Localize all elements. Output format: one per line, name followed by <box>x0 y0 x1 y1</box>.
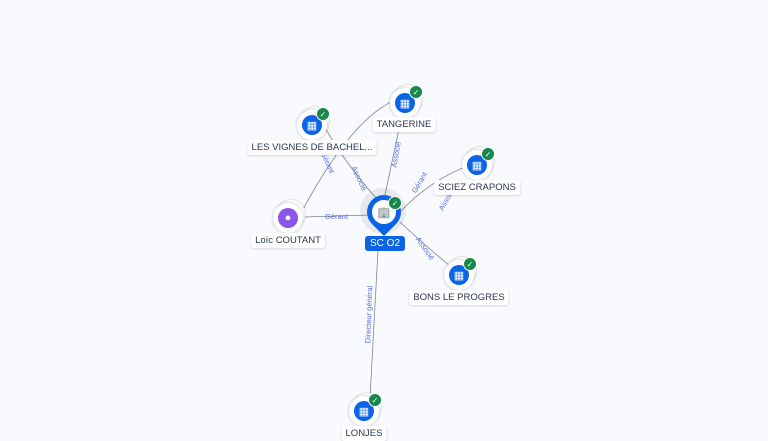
node-label-loic[interactable]: Loïc COUTANT <box>251 233 325 248</box>
node-tangerine[interactable]: ▦ ✓ <box>390 85 423 118</box>
center-node-label[interactable]: SC O2 <box>365 236 406 251</box>
verified-check-icon: ✓ <box>388 196 402 210</box>
edge-vignes <box>324 127 379 201</box>
building-icon: ▦ <box>354 401 374 421</box>
building-icon: ▦ <box>449 265 469 285</box>
node-loic[interactable]: ● <box>273 200 305 233</box>
edge-label-gerant-loic: Gérant <box>325 212 348 221</box>
node-lonjes[interactable]: ▦ ✓ <box>349 393 382 426</box>
node-bons[interactable]: ▦ ✓ <box>444 257 477 290</box>
verified-check-icon: ✓ <box>409 85 423 99</box>
edge-loic-center <box>304 214 371 218</box>
building-icon: ▦ <box>467 155 487 175</box>
node-label-lonjes[interactable]: LONJES <box>341 426 387 441</box>
edge-loic-tangerine <box>299 99 396 216</box>
verified-check-icon: ✓ <box>368 393 382 407</box>
building-icon: ▦ <box>302 115 322 135</box>
node-label-vignes[interactable]: LES VIGNES DE BACHEL... <box>247 140 377 155</box>
node-label-sciez[interactable]: SCIEZ CRAPONS <box>434 180 520 195</box>
node-vignes[interactable]: ▦ ✓ <box>297 107 330 140</box>
node-sciez[interactable]: ▦ ✓ <box>462 147 495 180</box>
edge-lonjes <box>369 249 379 399</box>
verified-check-icon: ✓ <box>316 107 330 121</box>
verified-check-icon: ✓ <box>481 147 495 161</box>
building-icon: ▦ <box>395 93 415 113</box>
node-label-bons[interactable]: BONS LE PROGRES <box>409 290 509 305</box>
edges-layer <box>299 99 471 399</box>
person-icon: ● <box>278 208 298 228</box>
node-label-tangerine[interactable]: TANGERINE <box>372 117 436 132</box>
verified-check-icon: ✓ <box>463 257 477 271</box>
